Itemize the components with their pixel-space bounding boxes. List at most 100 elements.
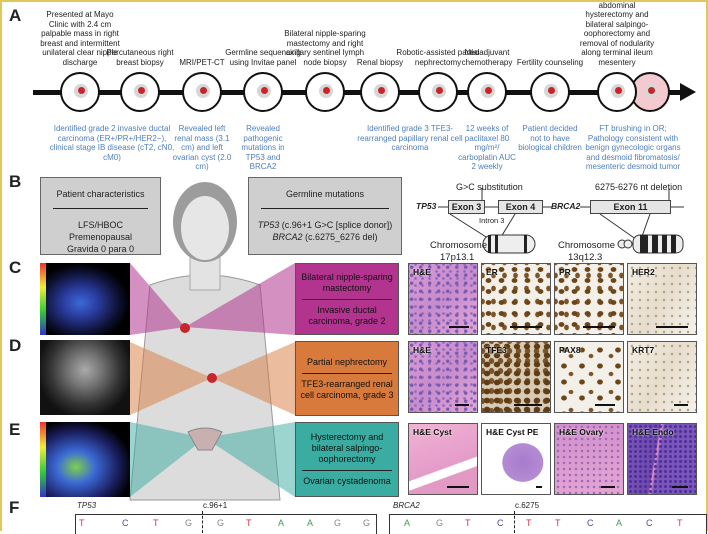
face-icon [181, 196, 229, 260]
breast-tumor-icon [180, 323, 190, 333]
sequencer-icon [243, 72, 283, 112]
intron-3-label: Intron 3 [479, 216, 505, 225]
nucleotide-base: G [436, 518, 444, 528]
deletion-label: 6275-6276 nt deletion [595, 182, 683, 192]
panel-label-c: C [9, 258, 22, 277]
breast-mass-icon [60, 72, 100, 112]
histology-endometrium: H&E Endo [627, 423, 697, 495]
timeline-event-outcome: Identified grade 2 invasive ductal carci… [49, 124, 175, 162]
patient-characteristics-title: Patient characteristics [53, 178, 148, 209]
germline-mutations-box: Germline mutations TP53 (c.96+1 G>C [spl… [248, 177, 402, 255]
ovary-connector [130, 422, 205, 497]
scanner-icon [182, 72, 222, 112]
tp53-gene: TP53 [257, 220, 280, 230]
uterus-icon [187, 427, 223, 451]
chromosome-13-band: 13q12.3 [568, 252, 603, 263]
exon-4: Exon 4 [498, 200, 543, 214]
nucleotide-base: A [616, 518, 623, 528]
panel-label-e: E [9, 420, 21, 439]
chromosome-17-band: 17p13.1 [440, 252, 475, 263]
histology-ovary-cyst: H&E Cyst [408, 423, 478, 495]
histology-kidney-he: H&E [408, 341, 478, 413]
tp53-chromatogram [75, 514, 377, 534]
patient-line: Premenopausal [68, 232, 133, 242]
nucleotide-base: C [122, 518, 129, 528]
chromosome-17-label: Chromosome [430, 240, 488, 251]
histology-breast-he: H&E [408, 263, 478, 335]
seq-tp53-label: TP53 [77, 501, 97, 510]
kidney-procedure: Partial nephrectomy [306, 356, 388, 367]
timeline-event-label: Presented at Mayo Clinic with 2.4 cm pal… [40, 10, 120, 67]
nucleotide-base: T [465, 518, 471, 528]
ultrasound-kidney-image [40, 340, 130, 415]
kidney-connector [130, 342, 212, 415]
timeline-event-label: Neoadjuvant chemotherapy [461, 48, 513, 67]
timeline-axis [33, 90, 683, 95]
nucleotide-base: T [555, 518, 561, 528]
ovary-summary-box: Hysterectomy and bilateral salpingo-ooph… [295, 422, 399, 497]
tp53-label: TP53 [416, 201, 437, 211]
nucleotide-base: T [153, 518, 159, 528]
nucleotide-base: A [278, 518, 285, 528]
kidney-diagnosis: TFE3-rearranged renal cell carcinoma, gr… [300, 378, 394, 400]
ovary-diagnosis: Ovarian cystadenoma [303, 476, 391, 486]
timeline-event-label: Renal biopsy [356, 57, 404, 67]
seq-tp53-position: c.96+1 [203, 501, 228, 510]
mastectomy-icon [305, 72, 345, 112]
timeline-event-outcome: Identified grade 3 TFE3-rearranged papil… [357, 124, 463, 152]
histology-ovary: H&E Ovary [554, 423, 624, 495]
nucleotide-base: T [677, 518, 683, 528]
patient-body-illustration [129, 182, 295, 501]
histology-breast-er: ER [481, 263, 551, 335]
nucleotide-base: A [404, 518, 411, 528]
timeline-event-label: Robotic-assisted partial nephrectomy [396, 48, 480, 67]
brca2-chromatogram [389, 514, 707, 534]
kidney-biopsy-icon [360, 72, 400, 112]
timeline-arrow-icon [680, 83, 696, 101]
chemotherapy-icon [467, 72, 507, 112]
nephrectomy-icon [418, 72, 458, 112]
breast-diagnosis: Invasive ductal carcinoma, grade 2 [308, 304, 386, 326]
panel-label-a: A [9, 6, 22, 25]
timeline-event-outcome: FT brushing in OR; Pathology consistent … [585, 124, 681, 171]
histology-kidney-krt7: KRT7 [627, 341, 697, 413]
breast-biopsy-icon [120, 72, 160, 112]
kidney-tumor-icon [207, 373, 217, 383]
brca2-variant: (c.6275_6276 del) [302, 232, 378, 242]
timeline-event-label: Open-approach total abdominal hysterecto… [579, 0, 655, 67]
exon-3: Exon 3 [448, 200, 485, 214]
nucleotide-base: A [307, 518, 314, 528]
timeline-event-outcome: Patient decided not to have biological c… [518, 124, 582, 152]
pet-ct-breast-image [40, 263, 130, 335]
substitution-label: G>C substitution [456, 182, 523, 192]
panel-label-f: F [9, 498, 20, 517]
panel-label-d: D [9, 336, 22, 355]
pet-ct-ovary-image [40, 422, 130, 497]
breast-summary-box: Bilateral nipple-sparing mastectomy Inva… [295, 263, 399, 335]
timeline-event-label: Bilateral nipple-sparing mastectomy and … [284, 29, 366, 67]
nucleotide-base: C [497, 518, 504, 528]
histology-kidney-pax8: PAX8 [554, 341, 624, 413]
exon-11: Exon 11 [590, 200, 671, 214]
nucleotide-base: C [587, 518, 594, 528]
timeline-event-outcome: 12 weeks of paclitaxel 80 mg/m²/ carbopl… [458, 124, 516, 171]
pregnancy-icon [530, 72, 570, 112]
timeline-event-label: Fertility counseling [516, 57, 584, 67]
nucleotide-base: T [246, 518, 252, 528]
timeline-event-outcome: Revealed left renal mass (3.1 cm) and le… [172, 124, 232, 171]
timeline-event-outcome: Revealed pathogenic mutations in TP53 an… [241, 124, 285, 171]
histology-breast-her2: HER2 [627, 263, 697, 335]
chromosome-13-label: Chromosome [558, 240, 616, 251]
nucleotide-base: G [363, 518, 371, 528]
breast-connector [130, 263, 185, 335]
nucleotide-base: C [646, 518, 653, 528]
histology-kidney-tfe3: TFE3 [481, 341, 551, 413]
germline-title: Germline mutations [261, 178, 389, 209]
brca2-label: BRCA2 [551, 201, 581, 211]
nucleotide-base: G [334, 518, 342, 528]
breast-procedure: Bilateral nipple-sparing mastectomy [301, 271, 393, 293]
timeline-event-label: MRI/PET-CT [179, 57, 225, 67]
nucleotide-base: G [217, 518, 225, 528]
histology-breast-pr: PR [554, 263, 624, 335]
